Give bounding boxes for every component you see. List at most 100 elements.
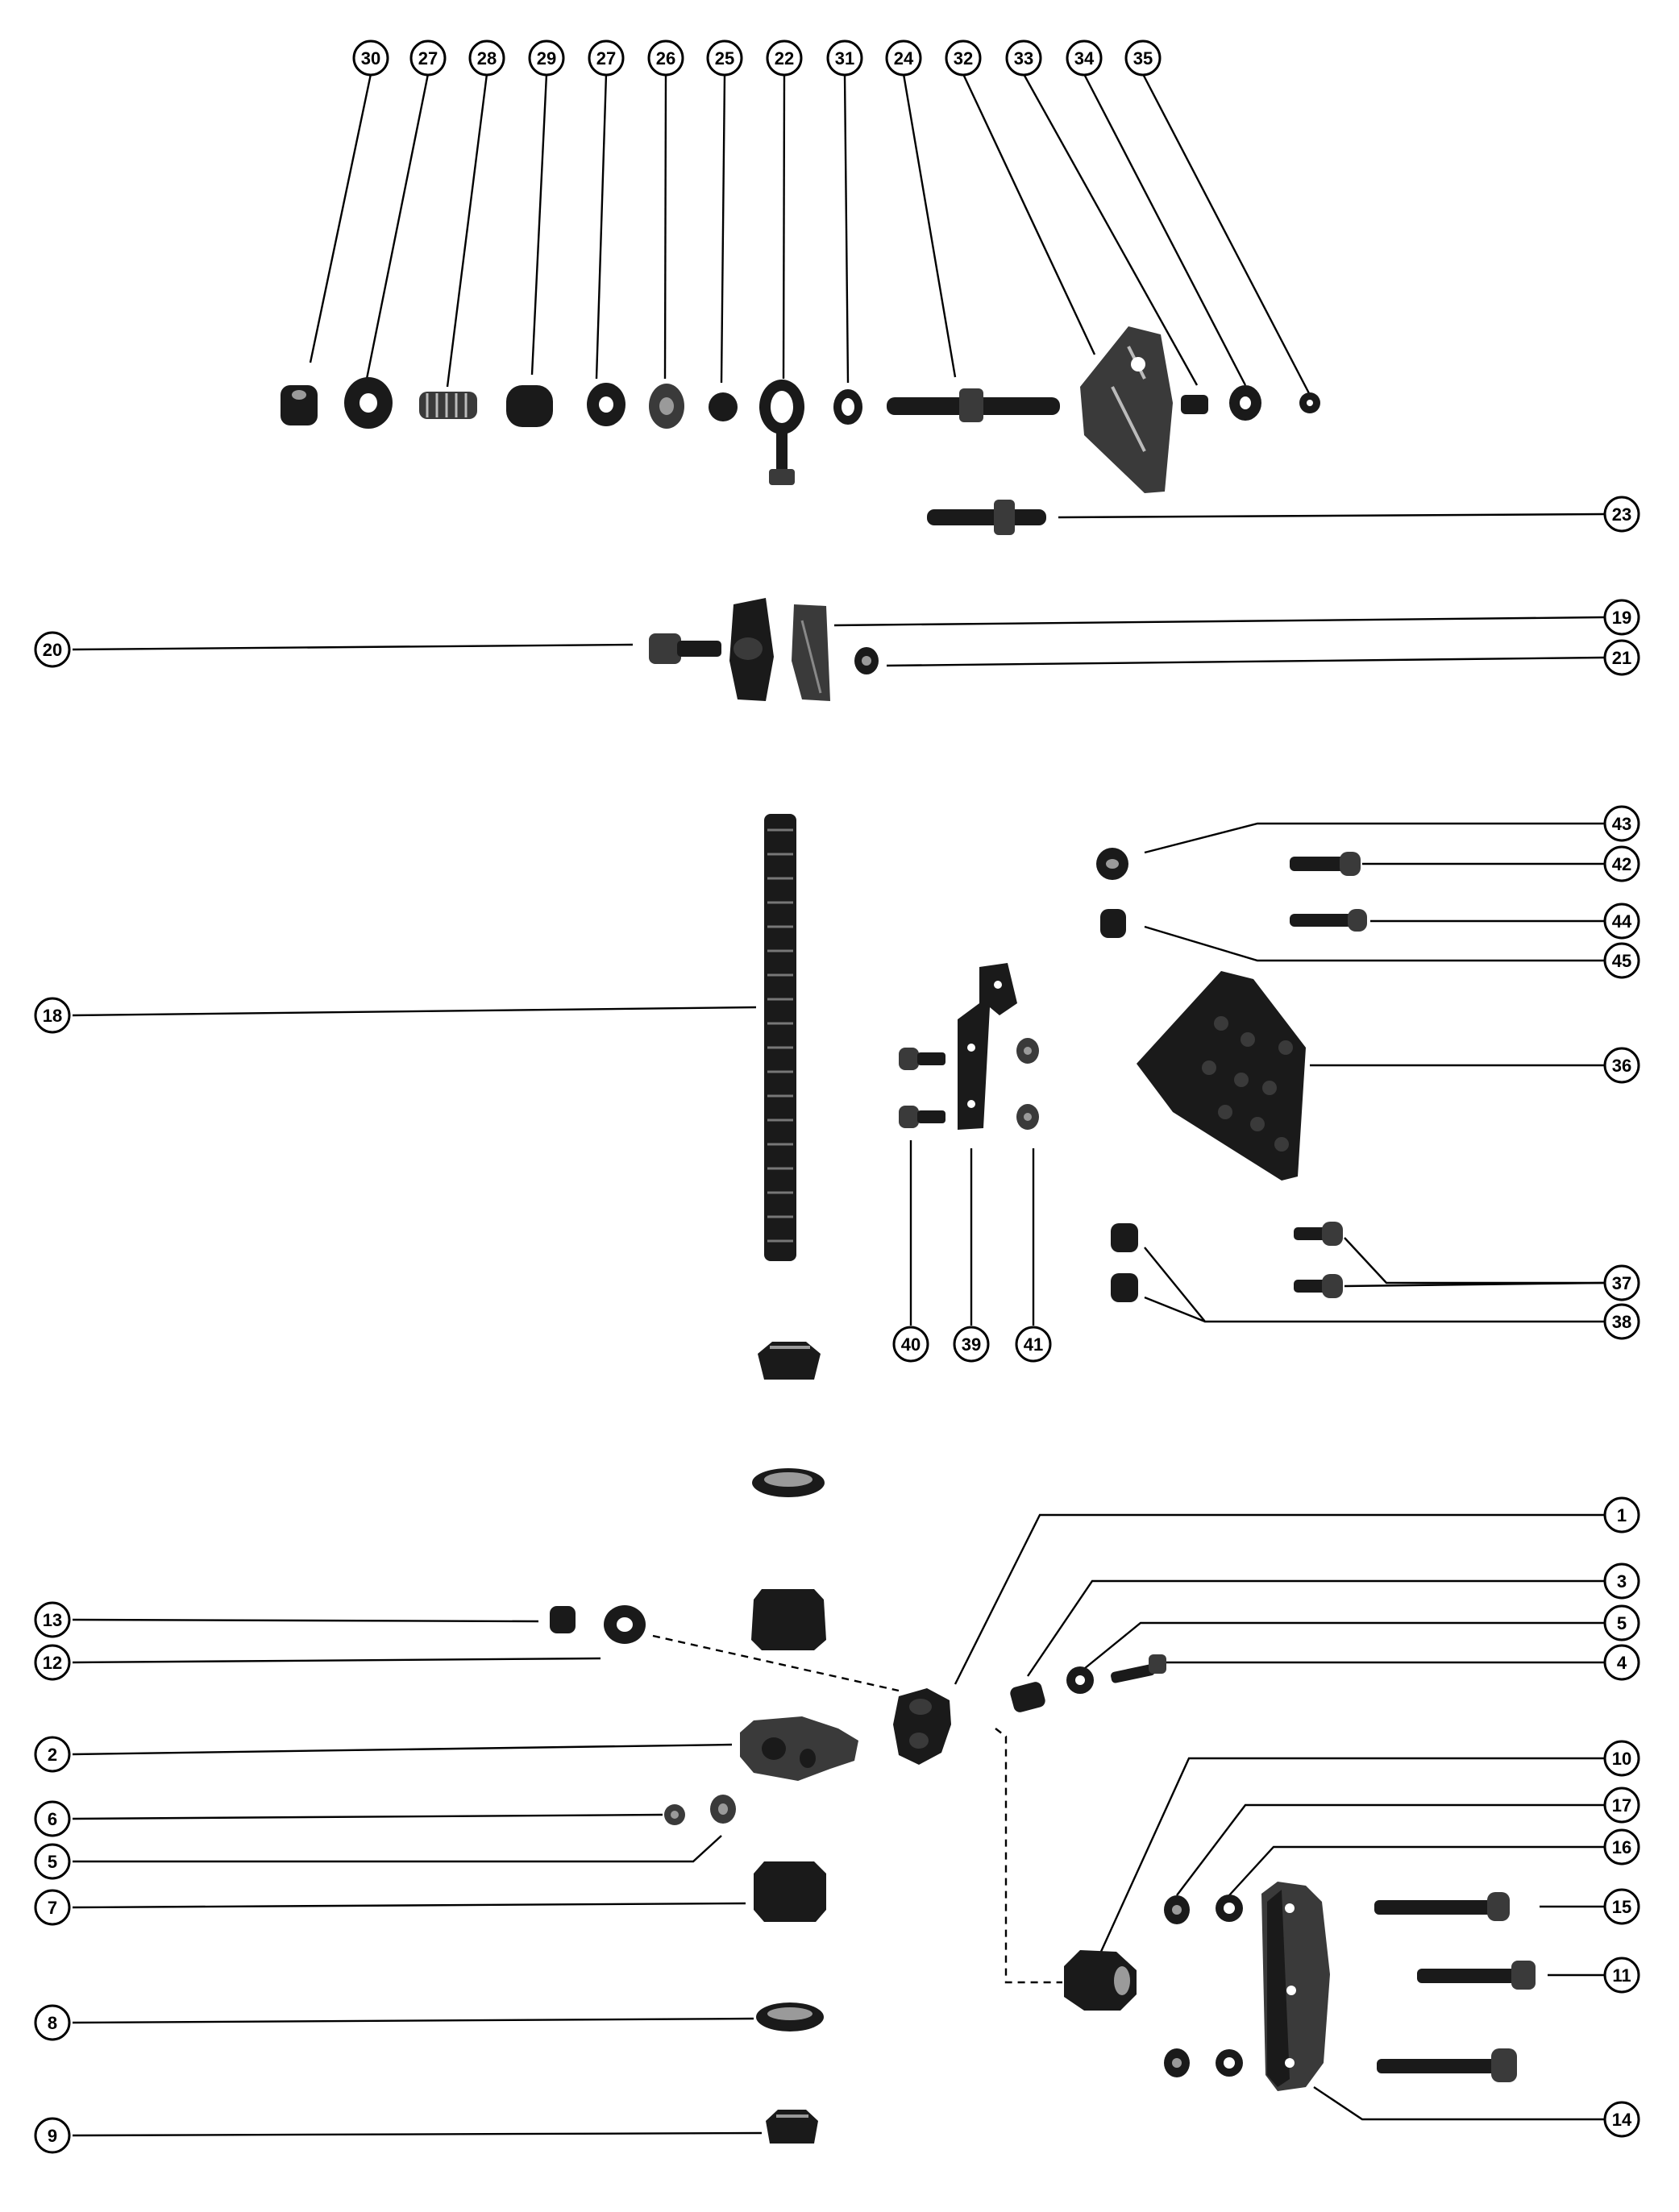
part-18-threaded-rod xyxy=(764,814,796,1261)
part-24-stud xyxy=(887,388,1060,422)
callout-5-left: 5 xyxy=(34,1843,71,1880)
part-10-coupling xyxy=(1064,1950,1137,2011)
callout-31: 31 xyxy=(826,39,863,77)
part-45-nut xyxy=(1100,909,1126,938)
svg-text:27: 27 xyxy=(596,48,616,68)
callout-42: 42 xyxy=(1603,845,1640,882)
callout-1: 1 xyxy=(1603,1496,1640,1533)
callout-4: 4 xyxy=(1603,1644,1640,1681)
svg-text:25: 25 xyxy=(715,48,734,68)
svg-text:33: 33 xyxy=(1014,48,1033,68)
part-19-clamp xyxy=(729,598,830,701)
part-17-nut xyxy=(1164,1895,1190,2077)
part-washer xyxy=(752,1468,825,1497)
part-23-stud xyxy=(927,500,1046,535)
parts xyxy=(281,326,1536,2144)
part-13-nut xyxy=(550,1606,576,1633)
svg-text:32: 32 xyxy=(954,48,973,68)
svg-text:31: 31 xyxy=(835,48,854,68)
callout-10: 10 xyxy=(1603,1740,1640,1777)
part-34-washer xyxy=(1229,385,1261,421)
svg-text:15: 15 xyxy=(1612,1897,1631,1917)
part-35-nut xyxy=(1299,392,1320,413)
svg-text:34: 34 xyxy=(1074,48,1095,68)
callout-37: 37 xyxy=(1603,1264,1640,1301)
part-22-eye-bolt xyxy=(759,380,804,485)
part-2-clamp xyxy=(740,1716,858,1781)
callout-8: 8 xyxy=(34,2004,71,2041)
part-hex-nut xyxy=(758,1342,821,1380)
svg-text:41: 41 xyxy=(1024,1334,1043,1355)
part-rubber-mount-upper xyxy=(751,1589,826,1650)
svg-text:8: 8 xyxy=(48,2013,57,2033)
callout-3: 3 xyxy=(1603,1563,1640,1600)
callout-45: 45 xyxy=(1603,942,1640,979)
callout-25: 25 xyxy=(706,39,743,77)
svg-text:9: 9 xyxy=(48,2126,57,2146)
part-32-plate xyxy=(1080,326,1173,493)
part-37-screws xyxy=(1294,1222,1343,1298)
svg-text:39: 39 xyxy=(962,1334,981,1355)
svg-text:43: 43 xyxy=(1612,814,1631,834)
part-36-plate xyxy=(1137,971,1306,1181)
part-8-washer xyxy=(756,2002,824,2031)
part-5-washer-right xyxy=(1066,1666,1094,1694)
callout-34: 34 xyxy=(1066,39,1103,77)
part-41-nuts xyxy=(1016,1038,1039,1130)
svg-text:12: 12 xyxy=(43,1653,62,1673)
callout-labels: 30 27 28 29 27 26 25 22 31 24 32 33 34 3… xyxy=(34,39,1640,2154)
part-1-swivel-block xyxy=(893,1688,951,1765)
callout-17: 17 xyxy=(1603,1787,1640,1824)
part-7-rubber-mount-lower xyxy=(754,1861,826,1922)
svg-text:35: 35 xyxy=(1133,48,1153,68)
callout-23: 23 xyxy=(1603,496,1640,533)
part-20-bolt xyxy=(649,633,721,664)
callout-35: 35 xyxy=(1124,39,1162,77)
svg-text:28: 28 xyxy=(477,48,497,68)
part-42-screw xyxy=(1290,852,1361,876)
svg-text:40: 40 xyxy=(901,1334,921,1355)
part-3-spacer xyxy=(1010,1682,1045,1712)
svg-text:38: 38 xyxy=(1612,1312,1631,1332)
callout-29: 29 xyxy=(528,39,565,77)
part-28-spring xyxy=(419,392,477,419)
svg-text:36: 36 xyxy=(1612,1056,1631,1076)
callout-32: 32 xyxy=(945,39,982,77)
callout-2: 2 xyxy=(34,1736,71,1773)
svg-text:27: 27 xyxy=(418,48,438,68)
callout-22: 22 xyxy=(766,39,803,77)
callout-18: 18 xyxy=(34,997,71,1034)
part-16-washer xyxy=(1216,1895,1243,2077)
svg-text:18: 18 xyxy=(43,1006,62,1026)
svg-text:30: 30 xyxy=(361,48,380,68)
svg-text:5: 5 xyxy=(48,1852,57,1872)
svg-text:26: 26 xyxy=(656,48,675,68)
callout-27: 27 xyxy=(409,39,447,77)
callout-15: 15 xyxy=(1603,1888,1640,1925)
svg-text:5: 5 xyxy=(1617,1613,1627,1633)
svg-text:44: 44 xyxy=(1612,911,1632,932)
callout-43: 43 xyxy=(1603,805,1640,842)
part-15-bolt xyxy=(1374,1892,1510,1921)
part-40-screws xyxy=(899,1048,945,1128)
callout-9: 9 xyxy=(34,2117,71,2154)
callout-44: 44 xyxy=(1603,903,1640,940)
svg-text:2: 2 xyxy=(48,1745,57,1765)
part-bolt-lower xyxy=(1377,2048,1517,2082)
svg-text:1: 1 xyxy=(1617,1505,1627,1525)
callout-27-second: 27 xyxy=(588,39,625,77)
callout-28: 28 xyxy=(468,39,505,77)
part-30-nut xyxy=(281,385,318,425)
part-38-nuts xyxy=(1111,1223,1138,1302)
callout-5: 5 xyxy=(1603,1604,1640,1641)
part-9-hex-nut xyxy=(766,2110,818,2144)
part-39-bracket xyxy=(958,963,1017,1130)
part-29-bushing xyxy=(506,385,553,427)
svg-text:23: 23 xyxy=(1612,504,1631,525)
callout-30: 30 xyxy=(352,39,389,77)
part-26-washer xyxy=(649,384,684,429)
callout-36: 36 xyxy=(1603,1047,1640,1084)
callout-12: 12 xyxy=(34,1644,71,1681)
part-5-nut xyxy=(710,1795,736,1824)
